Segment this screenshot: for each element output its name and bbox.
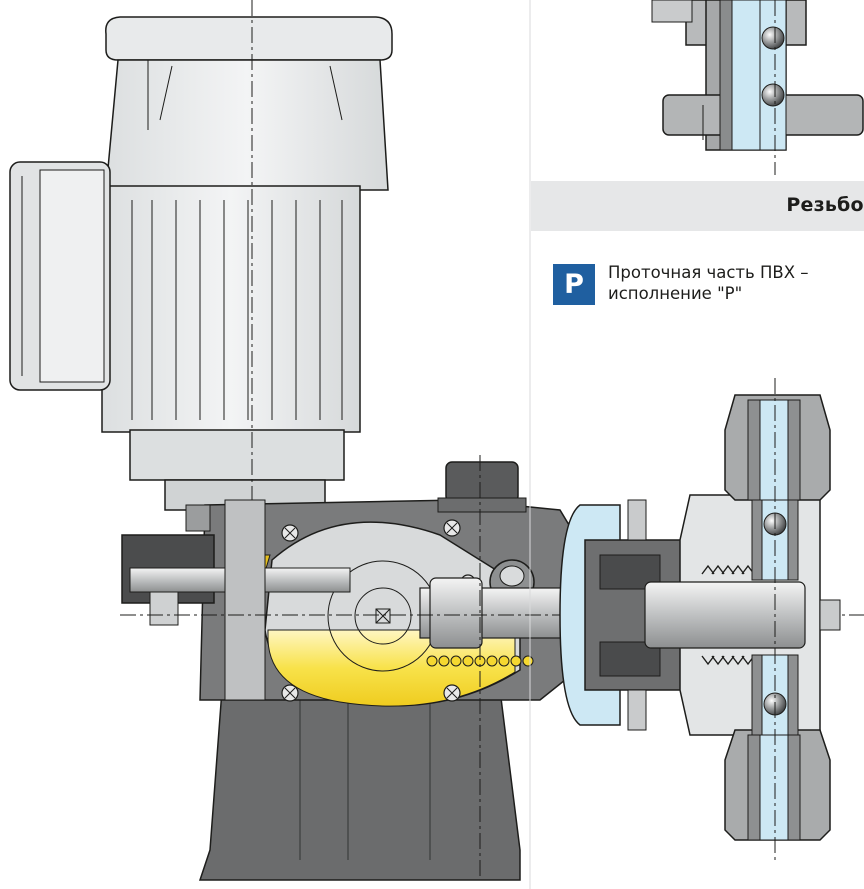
gearbox-housing [121,461,591,881]
variant-badge: P [553,264,595,305]
section-title: Резьбов [786,194,864,216]
section-header-bar: Резьбов [531,181,864,231]
seal-housing [559,499,686,731]
electric-motor [9,0,393,880]
variant-description: Проточная часть ПВХ – исполнение "P" [608,262,809,304]
pump-head [644,378,841,860]
variant-description-line-1: Проточная часть ПВХ – [608,263,809,282]
valve-detail-top [651,0,864,175]
variant-description-line-2: исполнение "P" [608,284,743,303]
